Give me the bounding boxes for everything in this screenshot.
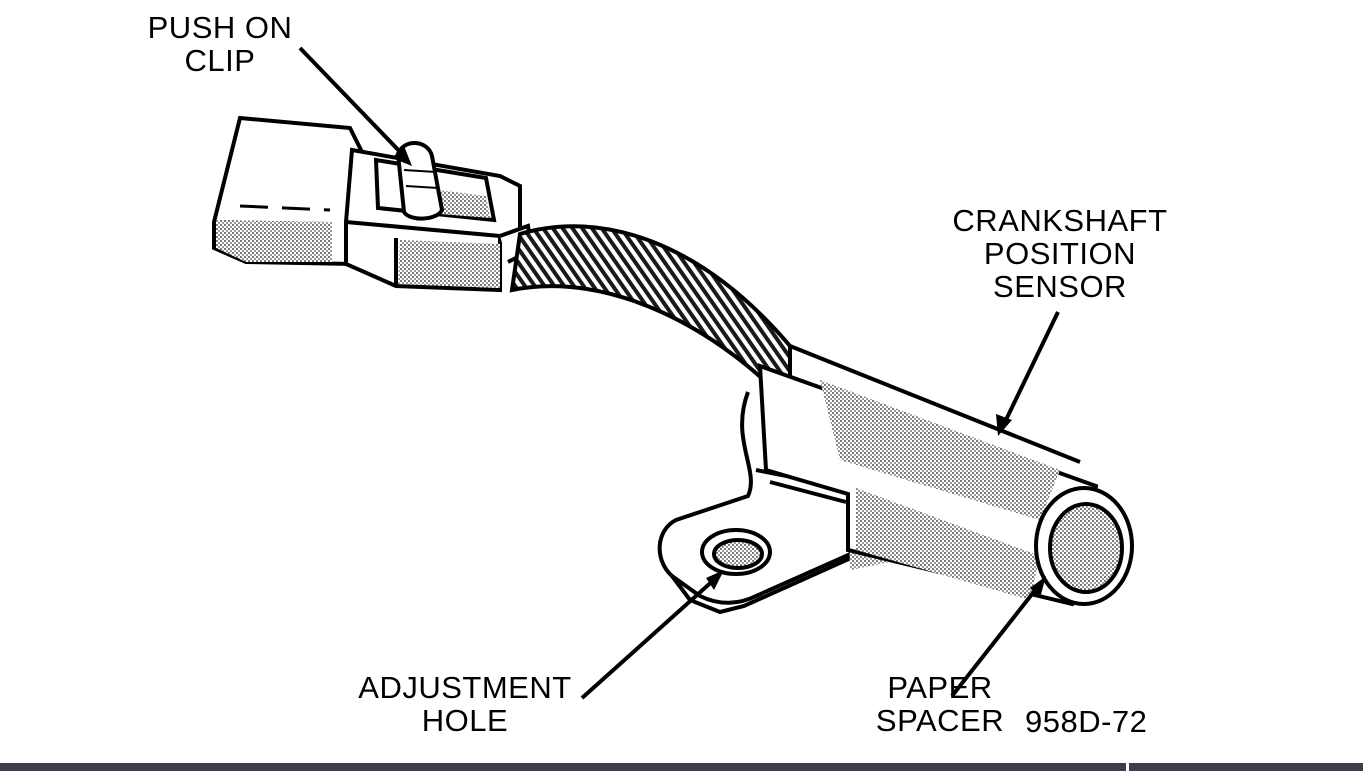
- paper-spacer-label: PAPER SPACER: [870, 671, 1010, 737]
- sensor-body: [657, 344, 1134, 615]
- push-on-clip-line-1: PUSH ON: [147, 10, 293, 45]
- push-on-clip-line-2: CLIP: [184, 43, 256, 78]
- paper-spacer-line-1: PAPER: [887, 670, 993, 705]
- adjustment-hole-line-2: HOLE: [421, 703, 509, 738]
- bottom-bar: [0, 763, 1363, 771]
- paper-spacer-line-2: SPACER: [875, 703, 1005, 738]
- connector-body: [212, 115, 365, 267]
- crankshaft-sensor-label: CRANKSHAFT POSITION SENSOR: [940, 204, 1180, 303]
- corrugated-cable: [509, 224, 792, 412]
- leader-lines: [298, 46, 1060, 700]
- crankshaft-sensor-line-3: SENSOR: [993, 269, 1127, 304]
- connector-housing: [344, 141, 535, 293]
- figure-id: 958D-72: [1025, 704, 1148, 739]
- crankshaft-sensor-line-2: POSITION: [983, 236, 1137, 271]
- adjustment-hole-label: ADJUSTMENT HOLE: [345, 671, 585, 737]
- adjustment-hole-line-1: ADJUSTMENT: [358, 670, 572, 705]
- bottom-bar-divider: [1126, 763, 1129, 771]
- push-on-clip-label: PUSH ON CLIP: [130, 11, 310, 77]
- arrowheads: [392, 146, 1046, 598]
- crankshaft-sensor-line-1: CRANKSHAFT: [952, 203, 1168, 238]
